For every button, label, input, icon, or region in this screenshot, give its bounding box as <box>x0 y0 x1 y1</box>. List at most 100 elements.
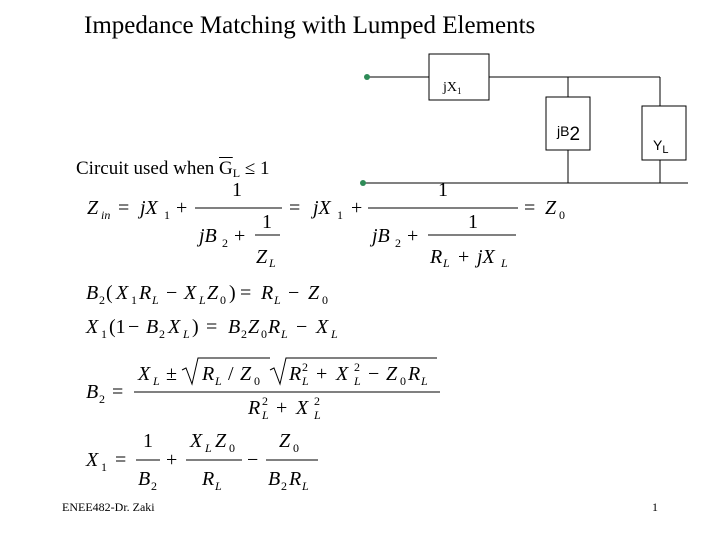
svg-text:=: = <box>115 449 126 471</box>
svg-text:Z: Z <box>545 197 557 219</box>
svg-text:R: R <box>138 282 151 304</box>
svg-text:R: R <box>407 363 420 385</box>
svg-text:−: − <box>288 282 299 304</box>
svg-text:2: 2 <box>354 360 360 374</box>
svg-text:2: 2 <box>314 394 320 408</box>
svg-text:(1: (1 <box>109 316 126 338</box>
svg-text:2: 2 <box>159 327 165 341</box>
svg-text:−: − <box>166 282 177 304</box>
svg-text:=: = <box>112 381 123 403</box>
svg-text:R: R <box>429 246 442 268</box>
input-terminal-top <box>364 74 370 80</box>
svg-text:B: B <box>228 316 240 338</box>
slide-title: Impedance Matching with Lumped Elements <box>84 12 536 39</box>
svg-text:Z: Z <box>248 316 260 338</box>
svg-text:R: R <box>260 282 273 304</box>
footer-page-number: 1 <box>652 500 658 514</box>
svg-text:0: 0 <box>229 441 235 455</box>
svg-text:0: 0 <box>220 293 226 307</box>
svg-text:X: X <box>315 316 329 338</box>
svg-text:0: 0 <box>261 327 267 341</box>
svg-text:+: + <box>351 197 362 219</box>
svg-text:=: = <box>118 197 129 219</box>
svg-text:1: 1 <box>101 327 107 341</box>
svg-text:1: 1 <box>143 430 153 452</box>
series-reactance-box <box>428 53 490 101</box>
svg-text:±: ± <box>166 363 177 385</box>
svg-text:1: 1 <box>131 293 137 307</box>
svg-text:+: + <box>276 397 287 419</box>
svg-text:L: L <box>442 256 450 270</box>
svg-text:+: + <box>458 246 469 268</box>
svg-text:L: L <box>261 408 269 422</box>
load-admittance-label: YL <box>653 137 668 156</box>
svg-text:X: X <box>167 316 181 338</box>
svg-text:X: X <box>295 397 309 419</box>
svg-text:0: 0 <box>559 208 565 222</box>
svg-text:+: + <box>316 363 327 385</box>
svg-text:1: 1 <box>438 179 448 201</box>
svg-text:2: 2 <box>395 236 401 250</box>
svg-text:1: 1 <box>262 211 272 233</box>
svg-text:L: L <box>280 327 288 341</box>
svg-text:=: = <box>240 282 251 304</box>
svg-text:B: B <box>138 468 150 490</box>
svg-text:=: = <box>206 316 217 338</box>
svg-text:L: L <box>313 408 321 422</box>
svg-text:X: X <box>189 430 203 452</box>
equation-b2-solution: B 2 = X L ± R L / Z 0 R 2 L + X 2 L − Z … <box>86 357 440 422</box>
svg-text:2: 2 <box>281 479 287 493</box>
caption-prefix: Circuit used when <box>76 158 220 179</box>
svg-text:L: L <box>353 374 361 388</box>
svg-text:X: X <box>137 363 151 385</box>
svg-text:jB: jB <box>196 225 217 247</box>
svg-text:=: = <box>289 197 300 219</box>
svg-text:): ) <box>229 282 236 304</box>
svg-text:2: 2 <box>99 293 105 307</box>
svg-text:B: B <box>268 468 280 490</box>
equation-x1-relation: X 1 (1 − B 2 X L ) = B 2 Z 0 R L − X L <box>85 316 338 341</box>
series-label-main: jX <box>442 80 457 95</box>
svg-text:X: X <box>85 316 99 338</box>
svg-text:2: 2 <box>99 392 105 406</box>
svg-text:+: + <box>176 197 187 219</box>
svg-text:R: R <box>267 316 280 338</box>
svg-text:jX: jX <box>310 197 332 219</box>
load-label-main: Y <box>653 137 663 153</box>
svg-text:0: 0 <box>322 293 328 307</box>
svg-text:L: L <box>268 256 276 270</box>
svg-text:1: 1 <box>337 208 343 222</box>
svg-text:2: 2 <box>302 360 308 374</box>
svg-text:+: + <box>407 225 418 247</box>
svg-text:−: − <box>128 316 139 338</box>
circuit-condition-caption: Circuit used when GL ≤ 1 <box>76 158 270 180</box>
svg-text:X: X <box>115 282 129 304</box>
svg-text:jB: jB <box>369 225 390 247</box>
svg-text:): ) <box>192 316 199 338</box>
load-admittance-box <box>641 105 687 161</box>
svg-text:−: − <box>296 316 307 338</box>
shunt-label-main: jB <box>556 123 569 139</box>
footer-author: ENEE482-Dr. Zaki <box>62 500 155 514</box>
svg-text:R: R <box>201 363 214 385</box>
svg-text:1: 1 <box>101 460 107 474</box>
svg-text:−: − <box>247 449 258 471</box>
svg-text:2: 2 <box>241 327 247 341</box>
svg-text:jX: jX <box>137 197 159 219</box>
shunt-susceptance-label: jB2 <box>556 123 580 145</box>
svg-text:Z: Z <box>256 246 268 268</box>
equation-zin: Z in = jX 1 + 1 jB 2 + 1 Z L = jX 1 + 1 … <box>87 179 565 270</box>
svg-text:X: X <box>335 363 349 385</box>
series-label-sub: 1 <box>457 86 462 96</box>
shunt-susceptance-box <box>545 96 591 151</box>
svg-text:+: + <box>166 449 177 471</box>
svg-text:0: 0 <box>400 374 406 388</box>
svg-text:jX: jX <box>474 246 496 268</box>
svg-text:B: B <box>86 381 98 403</box>
svg-text:Z: Z <box>87 197 99 219</box>
input-terminal-bottom <box>360 180 366 186</box>
svg-text:2: 2 <box>151 479 157 493</box>
svg-text:B: B <box>146 316 158 338</box>
